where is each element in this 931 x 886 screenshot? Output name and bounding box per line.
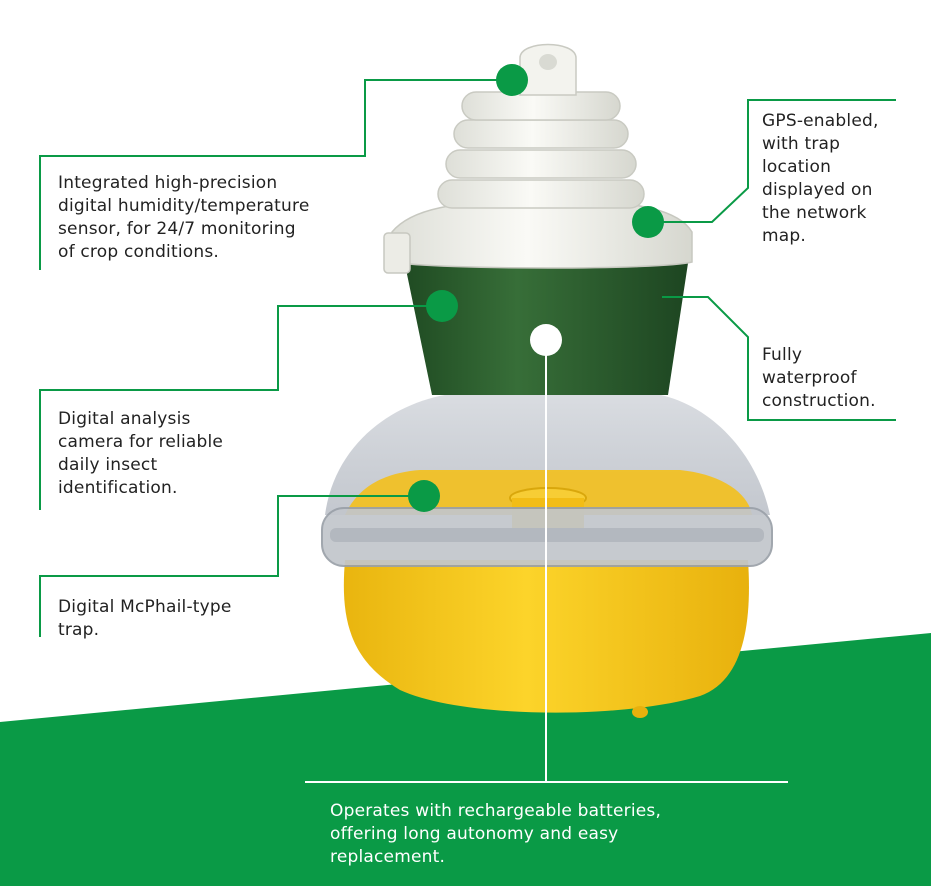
battery-callout: Operates with rechargeable batteries, of… <box>330 801 662 867</box>
gps-callout: GPS-enabled, with trap location displaye… <box>762 111 879 246</box>
hook-hole <box>539 54 557 70</box>
green-dot-icon <box>408 480 440 512</box>
gps-leader <box>648 99 896 223</box>
sensor-clip <box>383 232 411 274</box>
white-dot-icon <box>530 324 562 356</box>
camera-leader <box>39 305 442 510</box>
trap-callout: Digital McPhail-type trap. <box>58 597 232 640</box>
trap-leader <box>39 495 424 637</box>
green-dot-icon <box>632 206 664 238</box>
green-dot-icon <box>426 290 458 322</box>
sensor-leader <box>39 79 512 270</box>
green-collar <box>402 250 690 395</box>
waterproof-leader <box>662 296 896 421</box>
waterproof-callout: Fully waterproof construction. <box>762 345 876 411</box>
sensor-plate-3 <box>445 149 637 179</box>
sensor-callout: Integrated high-precision digital humidi… <box>58 173 310 262</box>
green-dot-icon <box>496 64 528 96</box>
sensor-plate-2 <box>453 119 629 149</box>
sensor-plate-4 <box>437 179 645 209</box>
base-foot <box>632 706 648 718</box>
sensor-plate-1 <box>461 91 621 121</box>
camera-callout: Digital analysis camera for reliable dai… <box>58 409 224 498</box>
